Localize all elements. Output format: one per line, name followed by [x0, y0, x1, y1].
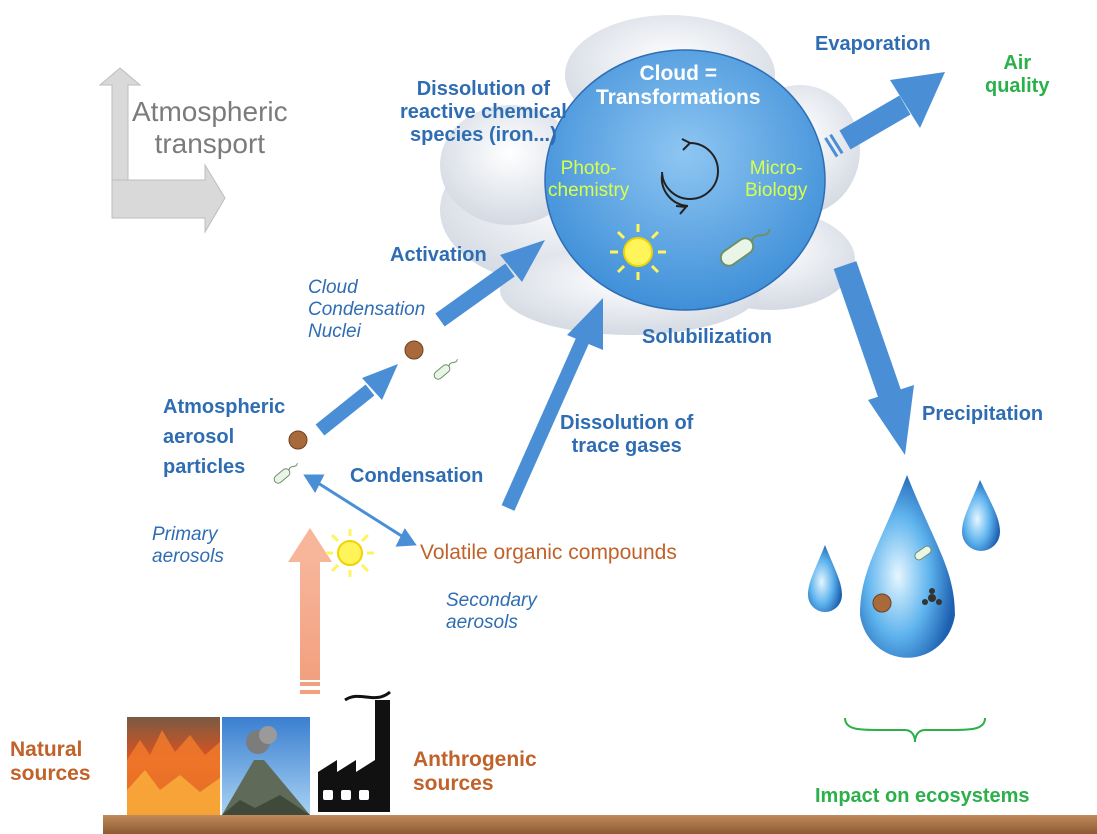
evaporation-label: Evaporation [815, 33, 931, 55]
sun-icon [610, 224, 666, 280]
activation-label: Activation [390, 244, 487, 266]
atmospheric-transport-arrow-icon [98, 67, 226, 234]
precipitation-label: Precipitation [922, 403, 1044, 425]
aerosol-particle-icon [404, 340, 424, 360]
bacteria-icon [914, 545, 932, 561]
dissolution-trace-label: Dissolution of trace gases [560, 412, 694, 457]
impact-brace [844, 717, 986, 743]
microbiology-label: Micro- Biology [745, 158, 808, 201]
bacteria-icon [719, 228, 771, 267]
fire-icon [127, 717, 220, 815]
cloud-title-label: Cloud = Transformations [596, 62, 761, 110]
bacteria-icon [273, 463, 298, 484]
atmospheric-aerosol-label: Atmospheric aerosol particles [163, 396, 286, 478]
condensation-arrow [303, 474, 417, 547]
sun-icon [326, 529, 374, 577]
water-drop-icon [860, 475, 955, 658]
aerosol-particle-icon [288, 430, 308, 450]
water-drop-icon [962, 480, 1000, 551]
ccn-label: Cloud Condensation Nuclei [308, 277, 426, 342]
impact-ecosystems-label: Impact on ecosystems [815, 785, 1030, 807]
dissolution-reactive-label: Dissolution of reactive chemical species… [400, 78, 567, 146]
ccn-arrow [315, 364, 398, 436]
anthropogenic-sources-label: Anthrogenic sources [413, 748, 537, 796]
emissions-arrow [288, 528, 332, 694]
factory-icon [312, 690, 400, 815]
voc-label: Volatile organic compounds [420, 541, 677, 564]
activation-arrow [435, 240, 545, 327]
molecule-icon [922, 588, 942, 605]
ground-strip [103, 815, 1097, 834]
solubilization-label: Solubilization [642, 326, 772, 348]
precipitation-arrow [833, 261, 914, 455]
photochemistry-label: Photo- chemistry [548, 158, 630, 201]
natural-sources-label: Natural sources [10, 738, 91, 786]
secondary-aerosols-label: Secondary aerosols [446, 590, 537, 633]
condensation-label: Condensation [350, 465, 484, 487]
cycle-icon [660, 138, 719, 215]
water-drop-icon [808, 545, 842, 612]
aerosol-particle-icon [872, 593, 892, 613]
air-quality-label: Air quality [985, 52, 1050, 97]
atmospheric-transport-label: Atmospheric transport [132, 96, 288, 160]
primary-aerosols-label: Primary aerosols [152, 524, 224, 567]
volcano-icon [222, 717, 310, 815]
cloud-transformations-oval [544, 49, 826, 311]
dissolution-trace-gases-arrow [501, 298, 603, 511]
bacteria-icon [433, 359, 458, 380]
evaporation-arrow [824, 72, 945, 158]
